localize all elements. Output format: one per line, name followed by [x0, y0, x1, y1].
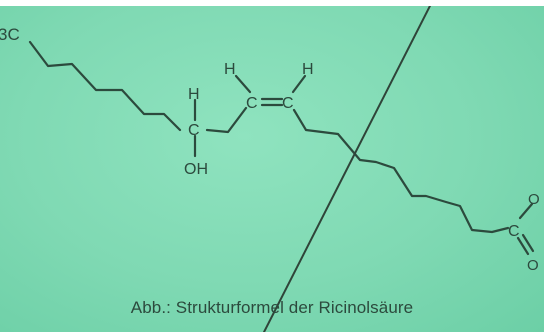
- carboxyl-double-bond-a: [516, 236, 530, 256]
- atom-c-carboxyl: C: [508, 223, 520, 240]
- bond-alkene-h-left: [234, 74, 252, 94]
- bond-alkene-h-right: [291, 74, 307, 94]
- atom-c-hydroxyl: C: [188, 122, 200, 139]
- atom-c-alkene-left: C: [246, 95, 258, 112]
- alkyl-chain-left: [28, 40, 182, 132]
- ricinoleic-acid-structural-formula: 3C H C OH H H C C C O O: [0, 6, 540, 332]
- atom-h-hydroxyl-carbon: H: [188, 86, 200, 103]
- diagonal-strike-line: [262, 6, 432, 332]
- atom-o-bottom: O: [527, 257, 539, 274]
- carboxyl-bond-up: [518, 202, 534, 220]
- atom-c-alkene-right: C: [282, 95, 294, 112]
- chain-to-alkene: [205, 106, 248, 134]
- alkyl-chain-right: [292, 108, 510, 234]
- atom-oh: OH: [184, 161, 208, 178]
- atom-h-alkene-right: H: [302, 61, 314, 78]
- atom-o-top: O: [528, 191, 540, 208]
- carboxyl-double-bond-b: [521, 233, 535, 253]
- atom-h3c: 3C: [0, 25, 20, 44]
- figure-caption: Abb.: Strukturformel der Ricinolsäure: [130, 298, 414, 317]
- photo-of-slide: 3C H C OH H H C C C O O Abb.: Strukturfo…: [0, 6, 544, 332]
- atom-h-alkene-left: H: [224, 61, 236, 78]
